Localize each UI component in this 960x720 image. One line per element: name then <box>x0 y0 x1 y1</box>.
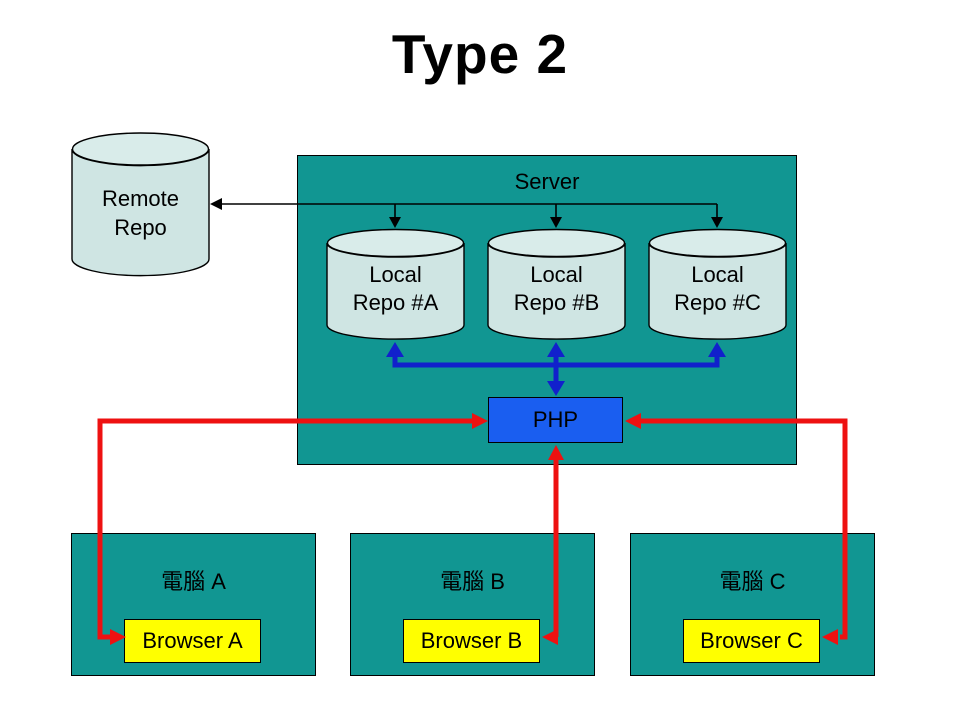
computer-b-label: 電腦 B <box>440 569 505 594</box>
computer-c-box: 電腦 C Browser C <box>630 533 875 676</box>
computer-c-label: 電腦 C <box>719 569 786 594</box>
local-repo-a-label: Local Repo #A <box>326 261 465 317</box>
php-label: PHP <box>532 407 579 432</box>
local-repo-b-label: Local Repo #B <box>487 261 626 317</box>
local-repo-b-cylinder: Local Repo #B <box>487 228 626 340</box>
browser-a-label: Browser A <box>142 628 243 653</box>
browser-b-box: Browser B <box>403 619 540 663</box>
local-repo-a-label-line2: Repo #A <box>352 290 439 315</box>
cylinder-shape <box>648 228 787 340</box>
local-repo-c-label-line2: Repo #C <box>674 290 761 315</box>
local-repo-a-label-line1: Local <box>369 262 422 287</box>
local-repo-c-label: Local Repo #C <box>648 261 787 317</box>
local-repo-b-label-line1: Local <box>530 262 583 287</box>
local-repo-c-cylinder: Local Repo #C <box>648 228 787 340</box>
cylinder-shape <box>326 228 465 340</box>
local-repo-c-label-line1: Local <box>691 262 744 287</box>
cylinder-shape <box>71 132 210 277</box>
server-label: Server <box>514 169 580 194</box>
remote-repo-label-line1: Remote <box>101 186 180 211</box>
browser-c-box: Browser C <box>683 619 820 663</box>
computer-a-box: 電腦 A Browser A <box>71 533 316 676</box>
local-repo-b-label-line2: Repo #B <box>513 290 600 315</box>
browser-b-label: Browser B <box>420 628 523 653</box>
cylinder-shape <box>487 228 626 340</box>
remote-repo-label-line2: Repo <box>114 215 167 240</box>
browser-c-label: Browser C <box>700 628 803 653</box>
page-title: Type 2 <box>391 23 569 85</box>
local-repo-a-cylinder: Local Repo #A <box>326 228 465 340</box>
remote-repo-label: Remote Repo <box>71 184 210 242</box>
php-box: PHP <box>488 397 623 443</box>
computer-a-label: 電腦 A <box>161 569 226 594</box>
browser-a-box: Browser A <box>124 619 261 663</box>
computer-b-box: 電腦 B Browser B <box>350 533 595 676</box>
remote-repo-cylinder: Remote Repo <box>71 132 210 277</box>
